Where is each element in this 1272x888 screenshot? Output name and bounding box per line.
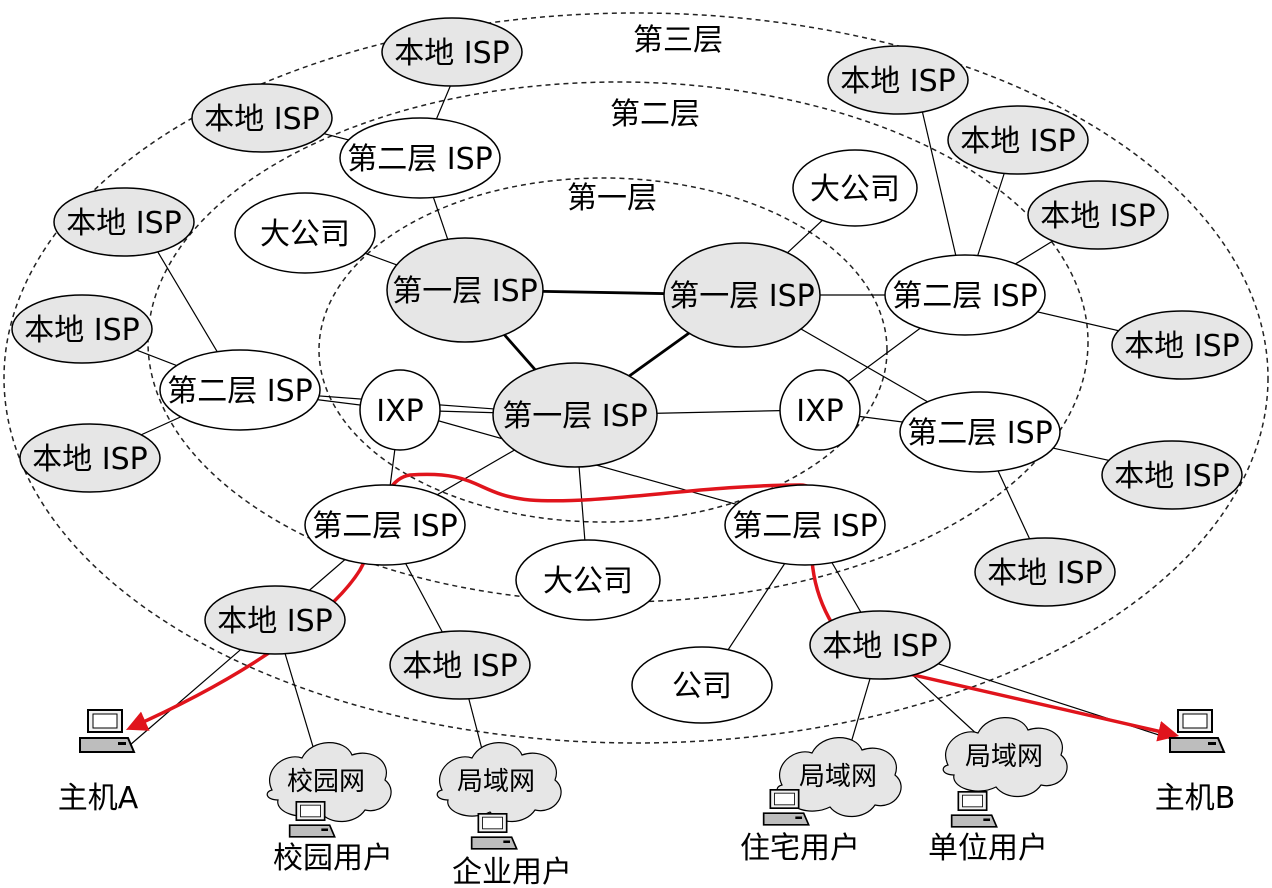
host-a-label: 主机A <box>58 781 139 816</box>
svg-text:第二层 ISP: 第二层 ISP <box>907 416 1053 451</box>
ixp-node: IXP <box>359 369 441 451</box>
local-isp-nodes: 本地 ISP 本地 ISP 本地 ISP 本地 ISP 本地 ISP 本地 IS… <box>11 17 1253 700</box>
local-isp-node: 本地 ISP <box>11 294 153 364</box>
network-clouds: 校园网 局域网 局域网 局域网 <box>266 717 1068 823</box>
local-isp-node: 本地 ISP <box>381 17 523 87</box>
local-isp-node: 本地 ISP <box>19 423 161 493</box>
lan-cloud: 局域网 <box>776 737 902 818</box>
tier1-isp-node: 第一层 ISP <box>386 237 544 343</box>
local-isp-node: 本地 ISP <box>827 45 969 115</box>
unit-user-computer-icon <box>950 790 998 828</box>
svg-text:本地 ISP: 本地 ISP <box>402 649 518 684</box>
local-isp-node: 本地 ISP <box>53 187 195 257</box>
svg-text:本地 ISP: 本地 ISP <box>1114 459 1230 494</box>
tier2-label: 第二层 <box>610 97 700 132</box>
local-isp-node: 本地 ISP <box>809 610 951 680</box>
unit-user-label: 单位用户 <box>928 831 1048 866</box>
company-nodes: 大公司 大公司 大公司 公司 <box>234 149 918 724</box>
svg-text:第二层 ISP: 第二层 ISP <box>167 374 313 409</box>
enterprise-user-label: 企业用户 <box>452 855 572 888</box>
tier3-label: 第三层 <box>633 23 723 58</box>
big-company-node: 大公司 <box>792 149 918 227</box>
host-b-computer-icon <box>1169 709 1225 753</box>
lan-cloud: 局域网 <box>942 717 1068 798</box>
svg-text:局域网: 局域网 <box>799 762 877 792</box>
svg-text:IXP: IXP <box>796 394 844 429</box>
svg-text:局域网: 局域网 <box>965 742 1043 772</box>
tier2-isp-node: 第二层 ISP <box>304 484 466 566</box>
svg-text:第一层 ISP: 第一层 ISP <box>392 274 538 309</box>
svg-text:IXP: IXP <box>376 394 424 429</box>
local-isp-node: 本地 ISP <box>1101 440 1243 510</box>
tier2-isp-node: 第二层 ISP <box>339 117 501 199</box>
svg-text:公司: 公司 <box>672 669 732 704</box>
local-isp-node: 本地 ISP <box>1027 180 1169 250</box>
tier3-boundary <box>3 12 1269 744</box>
local-isp-node: 本地 ISP <box>974 537 1116 607</box>
svg-text:校园网: 校园网 <box>287 767 365 797</box>
company-node: 公司 <box>631 646 773 724</box>
svg-text:本地 ISP: 本地 ISP <box>840 64 956 99</box>
svg-text:本地 ISP: 本地 ISP <box>217 604 333 639</box>
svg-text:大公司: 大公司 <box>260 217 350 252</box>
svg-text:本地 ISP: 本地 ISP <box>1040 199 1156 234</box>
svg-text:局域网: 局域网 <box>457 767 535 797</box>
residential-user-label: 住宅用户 <box>740 831 860 866</box>
campus-user-label: 校园用户 <box>273 841 393 876</box>
lan-cloud: 局域网 <box>436 742 562 823</box>
svg-text:本地 ISP: 本地 ISP <box>822 629 938 664</box>
ixp-nodes: IXP IXP <box>359 369 861 451</box>
svg-text:第一层 ISP: 第一层 ISP <box>502 399 648 434</box>
svg-text:第二层 ISP: 第二层 ISP <box>892 279 1038 314</box>
svg-text:本地 ISP: 本地 ISP <box>32 442 148 477</box>
campus-network-cloud: 校园网 <box>266 742 392 823</box>
host-a-computer-icon <box>79 709 135 753</box>
host-b-label: 主机B <box>1155 781 1236 816</box>
ixp-node: IXP <box>779 369 861 451</box>
svg-text:第二层 ISP: 第二层 ISP <box>347 142 493 177</box>
svg-text:大公司: 大公司 <box>810 172 900 207</box>
big-company-node: 大公司 <box>515 539 661 621</box>
svg-text:本地 ISP: 本地 ISP <box>24 313 140 348</box>
tier1-isp-nodes: 第一层 ISP 第一层 ISP 第一层 ISP <box>386 237 821 468</box>
svg-text:第二层 ISP: 第二层 ISP <box>732 509 878 544</box>
svg-text:大公司: 大公司 <box>543 564 633 599</box>
tier2-isp-node: 第二层 ISP <box>724 484 886 566</box>
big-company-node: 大公司 <box>234 192 376 274</box>
svg-text:本地 ISP: 本地 ISP <box>204 102 320 137</box>
local-isp-node: 本地 ISP <box>1111 310 1253 380</box>
tier1-boundary <box>318 177 888 523</box>
local-isp-node: 本地 ISP <box>947 105 1089 175</box>
local-isp-node: 本地 ISP <box>389 630 531 700</box>
tier1-isp-node: 第一层 ISP <box>663 242 821 348</box>
svg-text:本地 ISP: 本地 ISP <box>1124 329 1240 364</box>
svg-text:第二层 ISP: 第二层 ISP <box>312 509 458 544</box>
svg-text:本地 ISP: 本地 ISP <box>987 556 1103 591</box>
svg-text:本地 ISP: 本地 ISP <box>394 36 510 71</box>
svg-text:本地 ISP: 本地 ISP <box>960 124 1076 159</box>
tier1-isp-node: 第一层 ISP <box>492 362 658 468</box>
svg-text:本地 ISP: 本地 ISP <box>66 206 182 241</box>
tier2-isp-node: 第二层 ISP <box>884 254 1046 336</box>
tier2-boundary <box>147 81 1089 603</box>
tier2-isp-node: 第二层 ISP <box>899 391 1061 473</box>
local-isp-node: 本地 ISP <box>191 83 333 153</box>
svg-text:第一层 ISP: 第一层 ISP <box>669 279 815 314</box>
local-isp-node: 本地 ISP <box>204 585 346 655</box>
tier1-label: 第一层 <box>567 181 657 216</box>
tier2-isp-node: 第二层 ISP <box>159 349 321 431</box>
tier2-isp-nodes: 第二层 ISP 第二层 ISP 第二层 ISP 第二层 ISP 第二层 ISP … <box>159 117 1061 566</box>
